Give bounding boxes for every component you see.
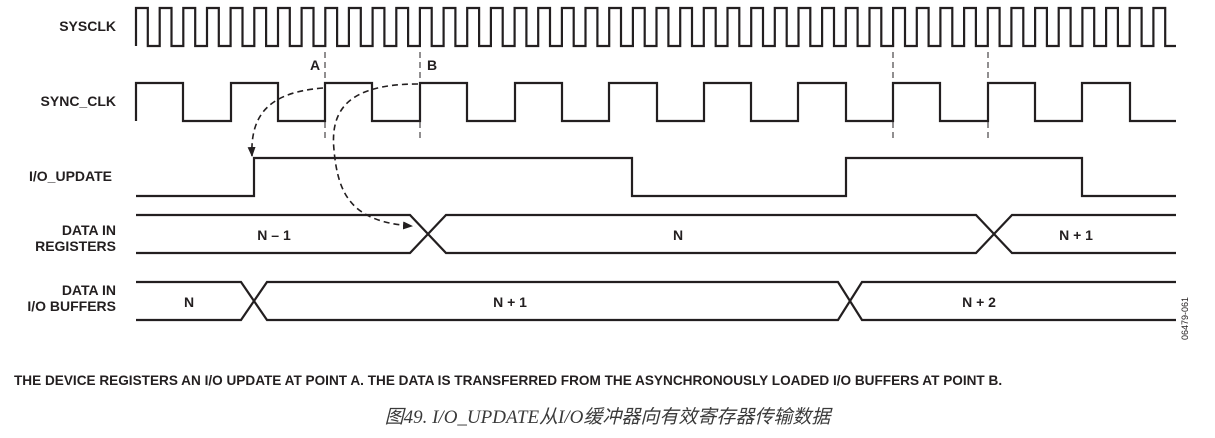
sync-clk-label: SYNC_CLK xyxy=(41,93,116,109)
figure-caption: 图49. I/O_UPDATE从I/O缓冲器向有效寄存器传输数据 xyxy=(384,407,831,428)
buffers-bus xyxy=(136,280,1176,322)
timing-diagram: SYSCLK SYNC_CLK I/O_UPDATE DATA IN REGIS… xyxy=(27,6,1176,322)
registers-bus xyxy=(136,213,1176,255)
arrow-sync-to-registers xyxy=(332,83,419,230)
register-value-n: N xyxy=(673,227,683,243)
figure-id: 06479-061 xyxy=(1180,296,1190,340)
io-update-label: I/O_UPDATE xyxy=(29,168,112,184)
register-value-n-plus-1: N + 1 xyxy=(1059,227,1093,243)
diagram-note: THE DEVICE REGISTERS AN I/O UPDATE AT PO… xyxy=(14,373,1003,388)
sysclk-label: SYSCLK xyxy=(59,18,116,34)
point-a-label: A xyxy=(310,57,320,73)
buffer-value-n-plus-2: N + 2 xyxy=(962,294,996,310)
registers-label-line1: DATA IN xyxy=(62,222,116,238)
buffers-label-line2: I/O BUFFERS xyxy=(27,298,116,314)
buffer-value-n-plus-1: N + 1 xyxy=(493,294,527,310)
registers-label-line2: REGISTERS xyxy=(35,238,116,254)
sync-clk-waveform xyxy=(134,81,1176,123)
arrow-sync-to-io-update xyxy=(247,87,324,157)
buffers-label-line1: DATA IN xyxy=(62,282,116,298)
register-value-n-minus-1: N – 1 xyxy=(257,227,291,243)
point-b-label: B xyxy=(427,57,437,73)
buffer-value-n: N xyxy=(184,294,194,310)
io-update-waveform xyxy=(136,156,1176,198)
sysclk-waveform xyxy=(134,6,1176,48)
